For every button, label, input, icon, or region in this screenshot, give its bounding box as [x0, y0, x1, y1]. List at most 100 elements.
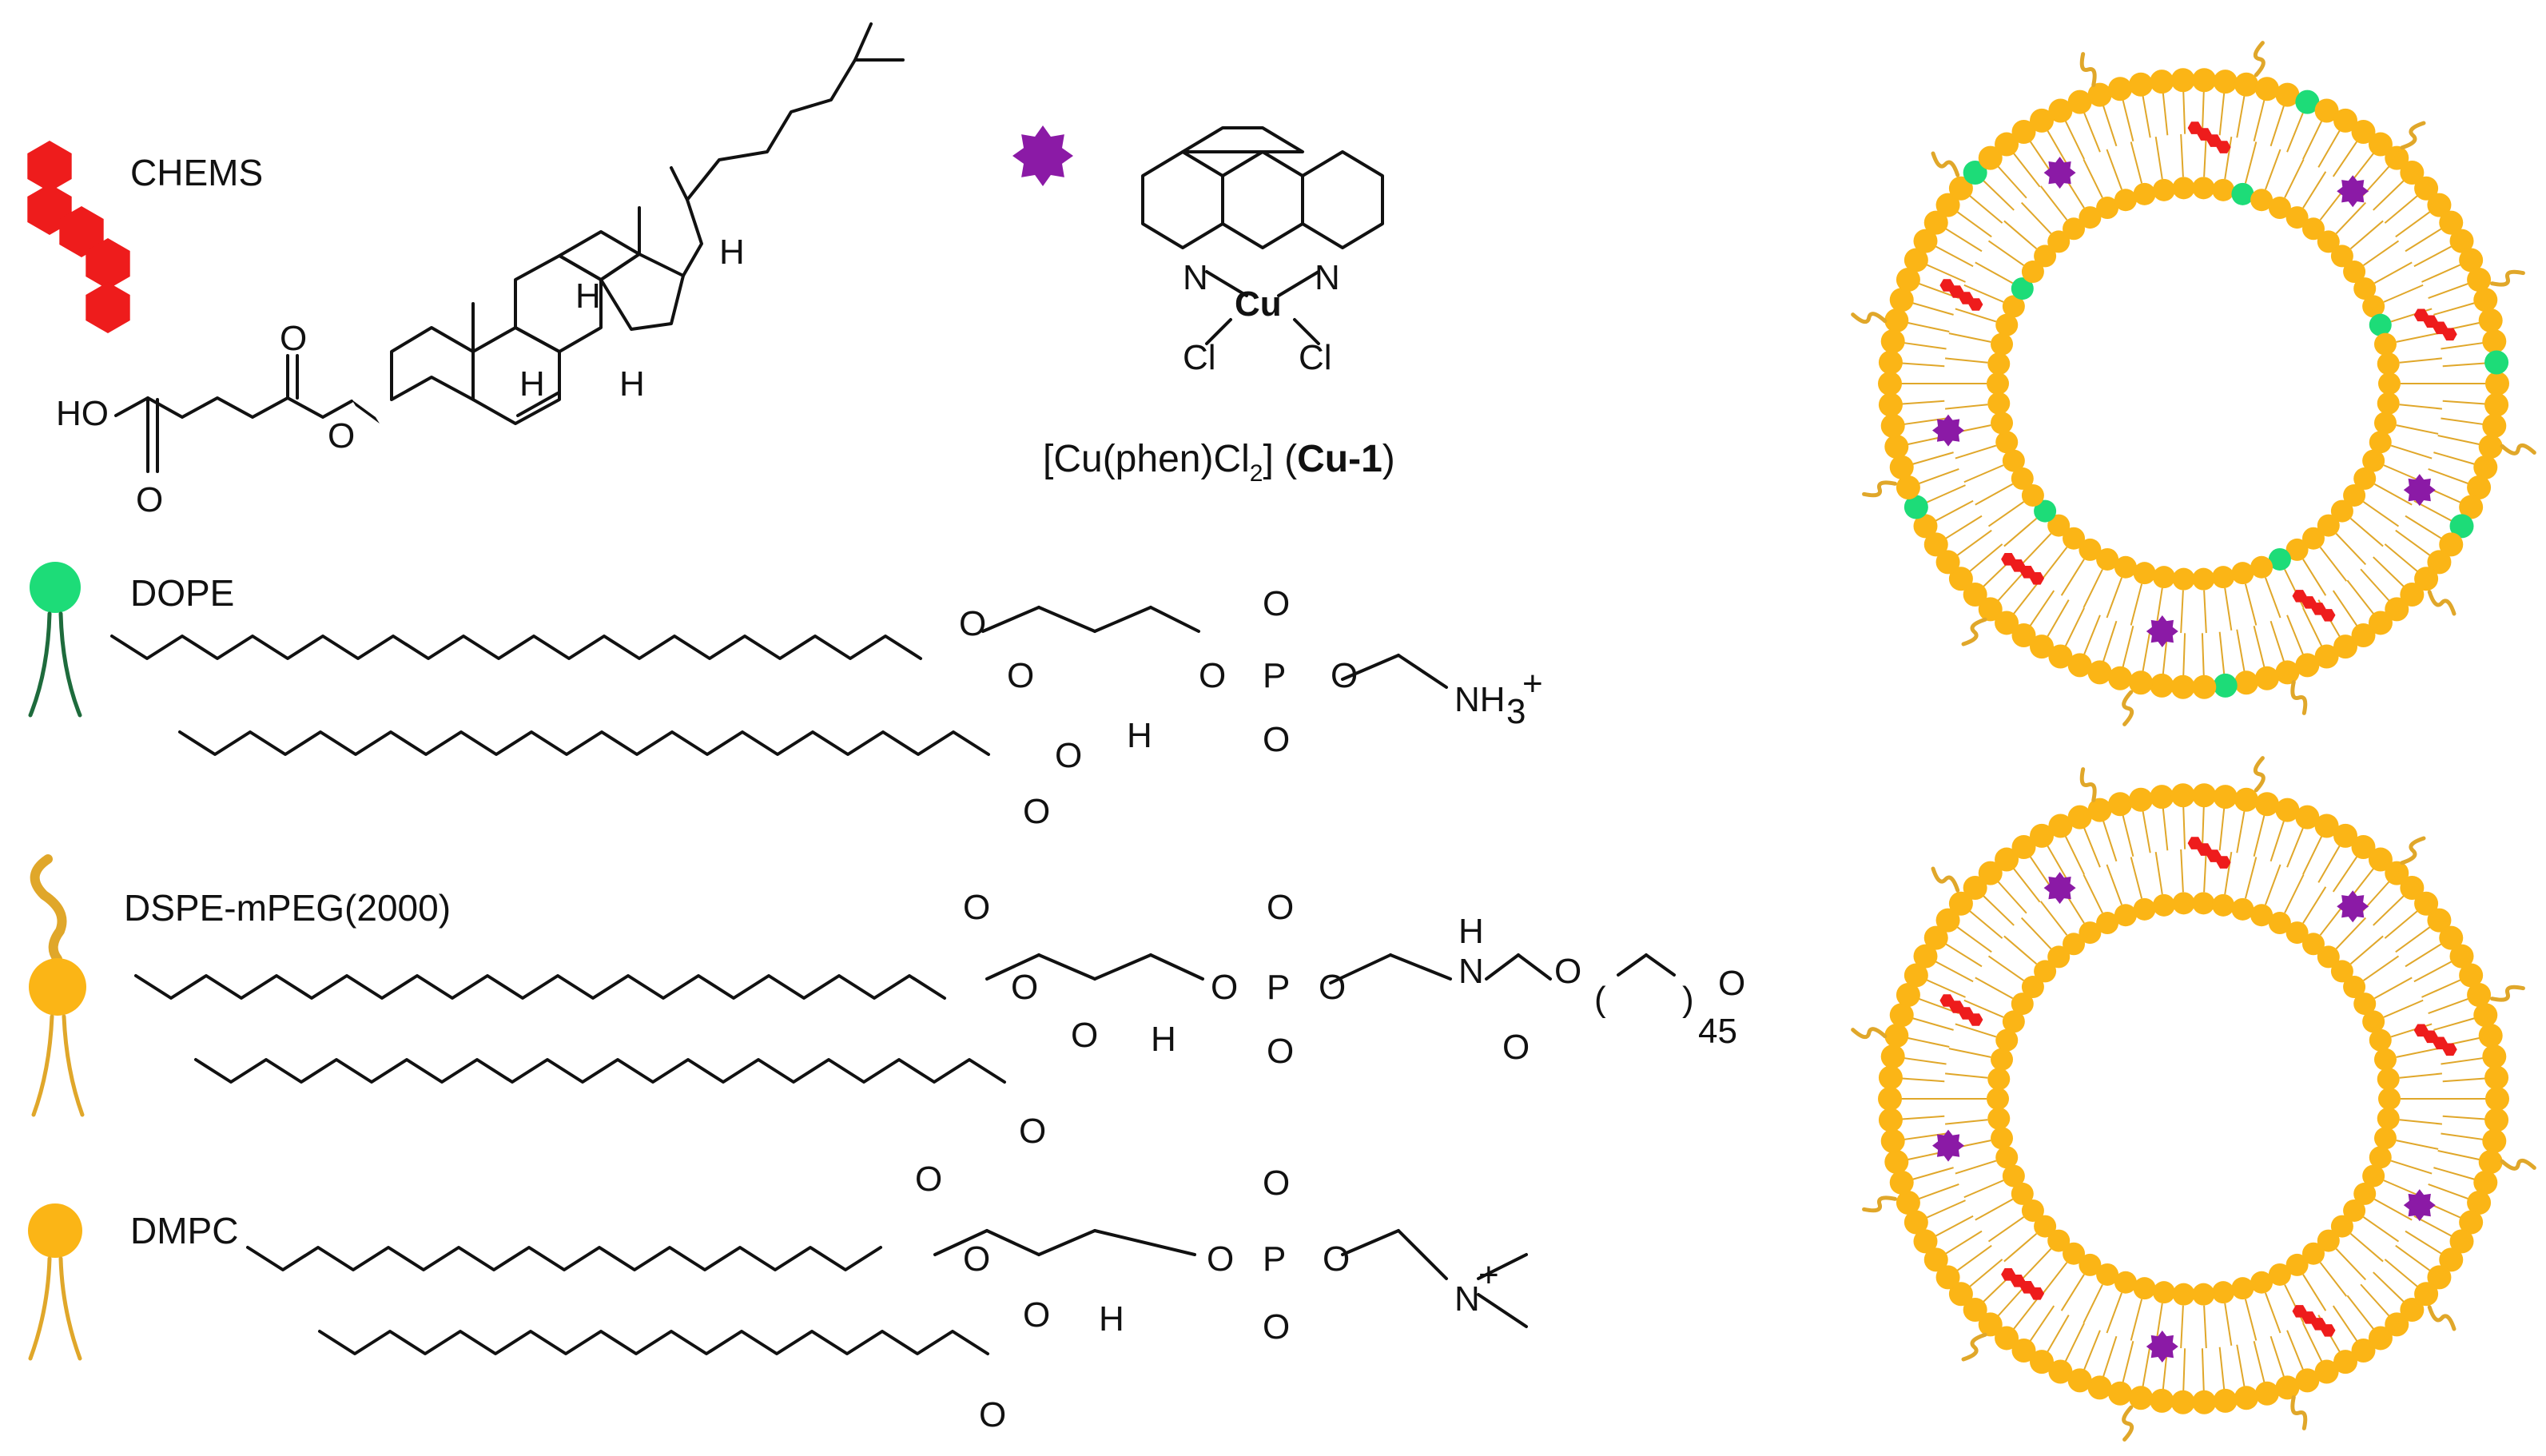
lipid-head-outer — [2170, 68, 2195, 93]
outer-tail — [2162, 92, 2169, 136]
dope-head — [1904, 495, 1928, 519]
cu-complex-marker — [2043, 872, 2076, 905]
dope-p: P — [1263, 656, 1286, 695]
outer-tail — [2433, 452, 2476, 465]
chems-hexagon — [59, 206, 104, 257]
cu-cl-left: Cl — [1183, 338, 1216, 377]
lipid-head-outer — [1889, 1170, 1914, 1195]
lipid-head-inner — [2152, 178, 2175, 201]
outer-tail — [2441, 1132, 2484, 1140]
lipid-head-outer — [1978, 861, 2003, 885]
dmpc-o-4: O — [1207, 1239, 1234, 1279]
inner-tail — [2244, 141, 2258, 184]
lipid-head-inner — [2192, 177, 2215, 200]
chems-marker — [2187, 121, 2202, 134]
lipid-head-outer — [1948, 1282, 1973, 1307]
inner-tail — [2130, 583, 2143, 626]
lipid-head-inner — [2063, 217, 2086, 241]
outer-tail — [1945, 1230, 1983, 1255]
inner-tail — [1945, 357, 1988, 364]
dmpc-bond — [1477, 1253, 1528, 1280]
outer-tail — [2253, 99, 2266, 142]
lipid-head-outer — [1884, 435, 1909, 459]
chems-marker — [2011, 559, 2026, 572]
lipid-head-inner — [2021, 976, 2044, 999]
lipid-head-outer — [2484, 392, 2509, 417]
dmpc-o-6: O — [1323, 1239, 1350, 1279]
lipid-head-inner — [2212, 1281, 2235, 1304]
lipid-head-outer — [2275, 798, 2300, 822]
chems-label: CHEMS — [130, 152, 263, 193]
outer-tail — [2201, 1348, 2205, 1391]
outer-tail — [2428, 1183, 2469, 1200]
lipid-head-inner — [1991, 332, 2014, 356]
dmpc-o-5: O — [1263, 1164, 1290, 1203]
lipid-head-inner — [2133, 182, 2156, 205]
lipid-head-inner — [2079, 1253, 2102, 1276]
dmpc-icon — [28, 1203, 82, 1361]
lipid-head-outer — [1896, 983, 1920, 1008]
inner-tail — [2390, 1160, 2433, 1175]
lipid-head-outer — [2129, 72, 2154, 97]
lipid-head-inner — [2212, 178, 2235, 201]
lipid-head-outer — [2368, 847, 2393, 872]
lipid-head-outer — [1948, 176, 1973, 201]
outer-tail — [2064, 835, 2085, 875]
outer-tail — [2302, 1323, 2323, 1363]
lipid-head-outer — [1896, 1190, 1920, 1215]
lipid-head-inner — [2369, 1028, 2392, 1052]
lipid-head-outer — [2449, 1229, 2474, 1254]
inner-tail — [2039, 1262, 2068, 1297]
dope-o-minus: O — [1263, 720, 1290, 759]
chems-marker — [2292, 1305, 2307, 1318]
lipid-head-outer — [1904, 963, 1928, 988]
outer-tail — [1945, 515, 1983, 539]
dspe-chain-1 — [134, 974, 946, 1000]
dspe-p: P — [1267, 968, 1290, 1007]
lipid-head-outer — [2150, 1388, 2174, 1413]
inner-tail — [2039, 185, 2068, 221]
outer-tail — [1956, 211, 1992, 238]
lipid-head-outer — [2087, 660, 2112, 685]
peg-chain — [1851, 312, 1888, 324]
dope-bond — [1093, 606, 1152, 633]
inner-tail — [1945, 1119, 1988, 1125]
lipid-head-inner — [2250, 1271, 2273, 1294]
inner-tail — [2180, 849, 2184, 893]
lipid-head-inner — [2353, 467, 2377, 490]
lipid-head-inner — [1995, 313, 2019, 336]
outer-tail — [2302, 835, 2323, 875]
outer-tail — [2236, 1344, 2246, 1387]
dope-chain-1 — [110, 635, 922, 660]
peg-chain — [2490, 985, 2525, 1002]
inner-tail — [1955, 444, 1997, 459]
outer-tail — [1945, 943, 1983, 968]
dspe-n-h: H — [1458, 912, 1484, 951]
lipid-head-inner — [2114, 189, 2137, 212]
outer-tail — [1968, 194, 2003, 224]
lipid-head-outer — [2459, 1210, 2484, 1235]
outer-tail — [2286, 827, 2305, 868]
chems-o-ester: O — [328, 416, 355, 455]
lipid-head-inner — [2133, 1277, 2156, 1300]
lipid-head-outer — [1923, 925, 1948, 950]
lipid-head-outer — [2368, 611, 2393, 635]
dspe-n: N — [1458, 952, 1484, 991]
cu-atom: Cu — [1235, 284, 1282, 324]
inner-tail — [2363, 240, 2400, 266]
inner-tail — [2083, 158, 2103, 198]
lipid-head-outer — [2439, 1247, 2464, 1272]
lipid-head-outer — [2030, 635, 2054, 659]
lipid-head-outer — [1880, 1044, 1905, 1069]
lipid-head-inner — [2096, 197, 2119, 220]
inner-tail — [2203, 133, 2207, 177]
cu-complex-marker — [1932, 1129, 1964, 1162]
lipid-head-outer — [1995, 132, 2019, 157]
outer-tail — [2236, 629, 2246, 672]
lipid-head-inner — [2079, 206, 2102, 229]
lipid-head-outer — [2129, 1386, 2154, 1410]
outer-tail — [1904, 417, 1947, 425]
inner-tail — [2265, 149, 2281, 190]
peg-chain — [2122, 690, 2134, 726]
outer-tail — [1935, 499, 1974, 522]
